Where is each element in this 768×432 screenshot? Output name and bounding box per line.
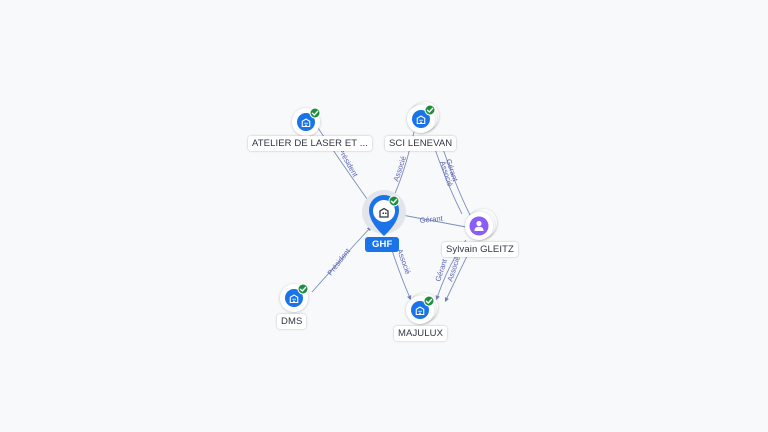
edge-label-dms-ghf: Président: [325, 246, 352, 277]
building-icon: [379, 207, 389, 218]
edge-dms-ghf[interactable]: [311, 226, 372, 293]
node-sylvain[interactable]: [465, 209, 497, 240]
edge-label-sci-ghf: Associé: [391, 155, 408, 183]
check-badge-icon: [423, 295, 435, 307]
node-dms[interactable]: [280, 283, 309, 312]
node-ghf[interactable]: [362, 190, 406, 236]
node-sci-lenevan[interactable]: [407, 102, 439, 133]
node-label-ghf[interactable]: GHF: [365, 237, 400, 252]
check-badge-icon: [297, 283, 309, 295]
check-badge-icon: [388, 195, 400, 207]
node-majulux[interactable]: [406, 293, 438, 324]
edge-label-atelier-ghf: Président: [336, 147, 360, 180]
node-label-majulux[interactable]: MAJULUX: [394, 326, 448, 341]
person-icon: [474, 220, 484, 231]
node-atelier[interactable]: [292, 107, 321, 136]
edge-sylvain-ghf[interactable]: [399, 213, 467, 228]
node-label-sci-lenevan[interactable]: SCI LENEVAN: [385, 136, 457, 151]
node-label-atelier[interactable]: ATELIER DE LASER ET ...: [248, 136, 372, 151]
edge-label-sylvain-majulux-2: Associé: [445, 255, 462, 283]
node-label-dms[interactable]: DMS: [277, 314, 307, 329]
node-label-sylvain[interactable]: Sylvain GLEITZ: [442, 242, 518, 257]
check-badge-icon: [424, 104, 436, 116]
check-badge-icon: [309, 107, 321, 119]
edge-label-sylvain-ghf: Gérant: [419, 214, 444, 225]
edge-label-ghf-majulux: Associé: [395, 248, 412, 276]
